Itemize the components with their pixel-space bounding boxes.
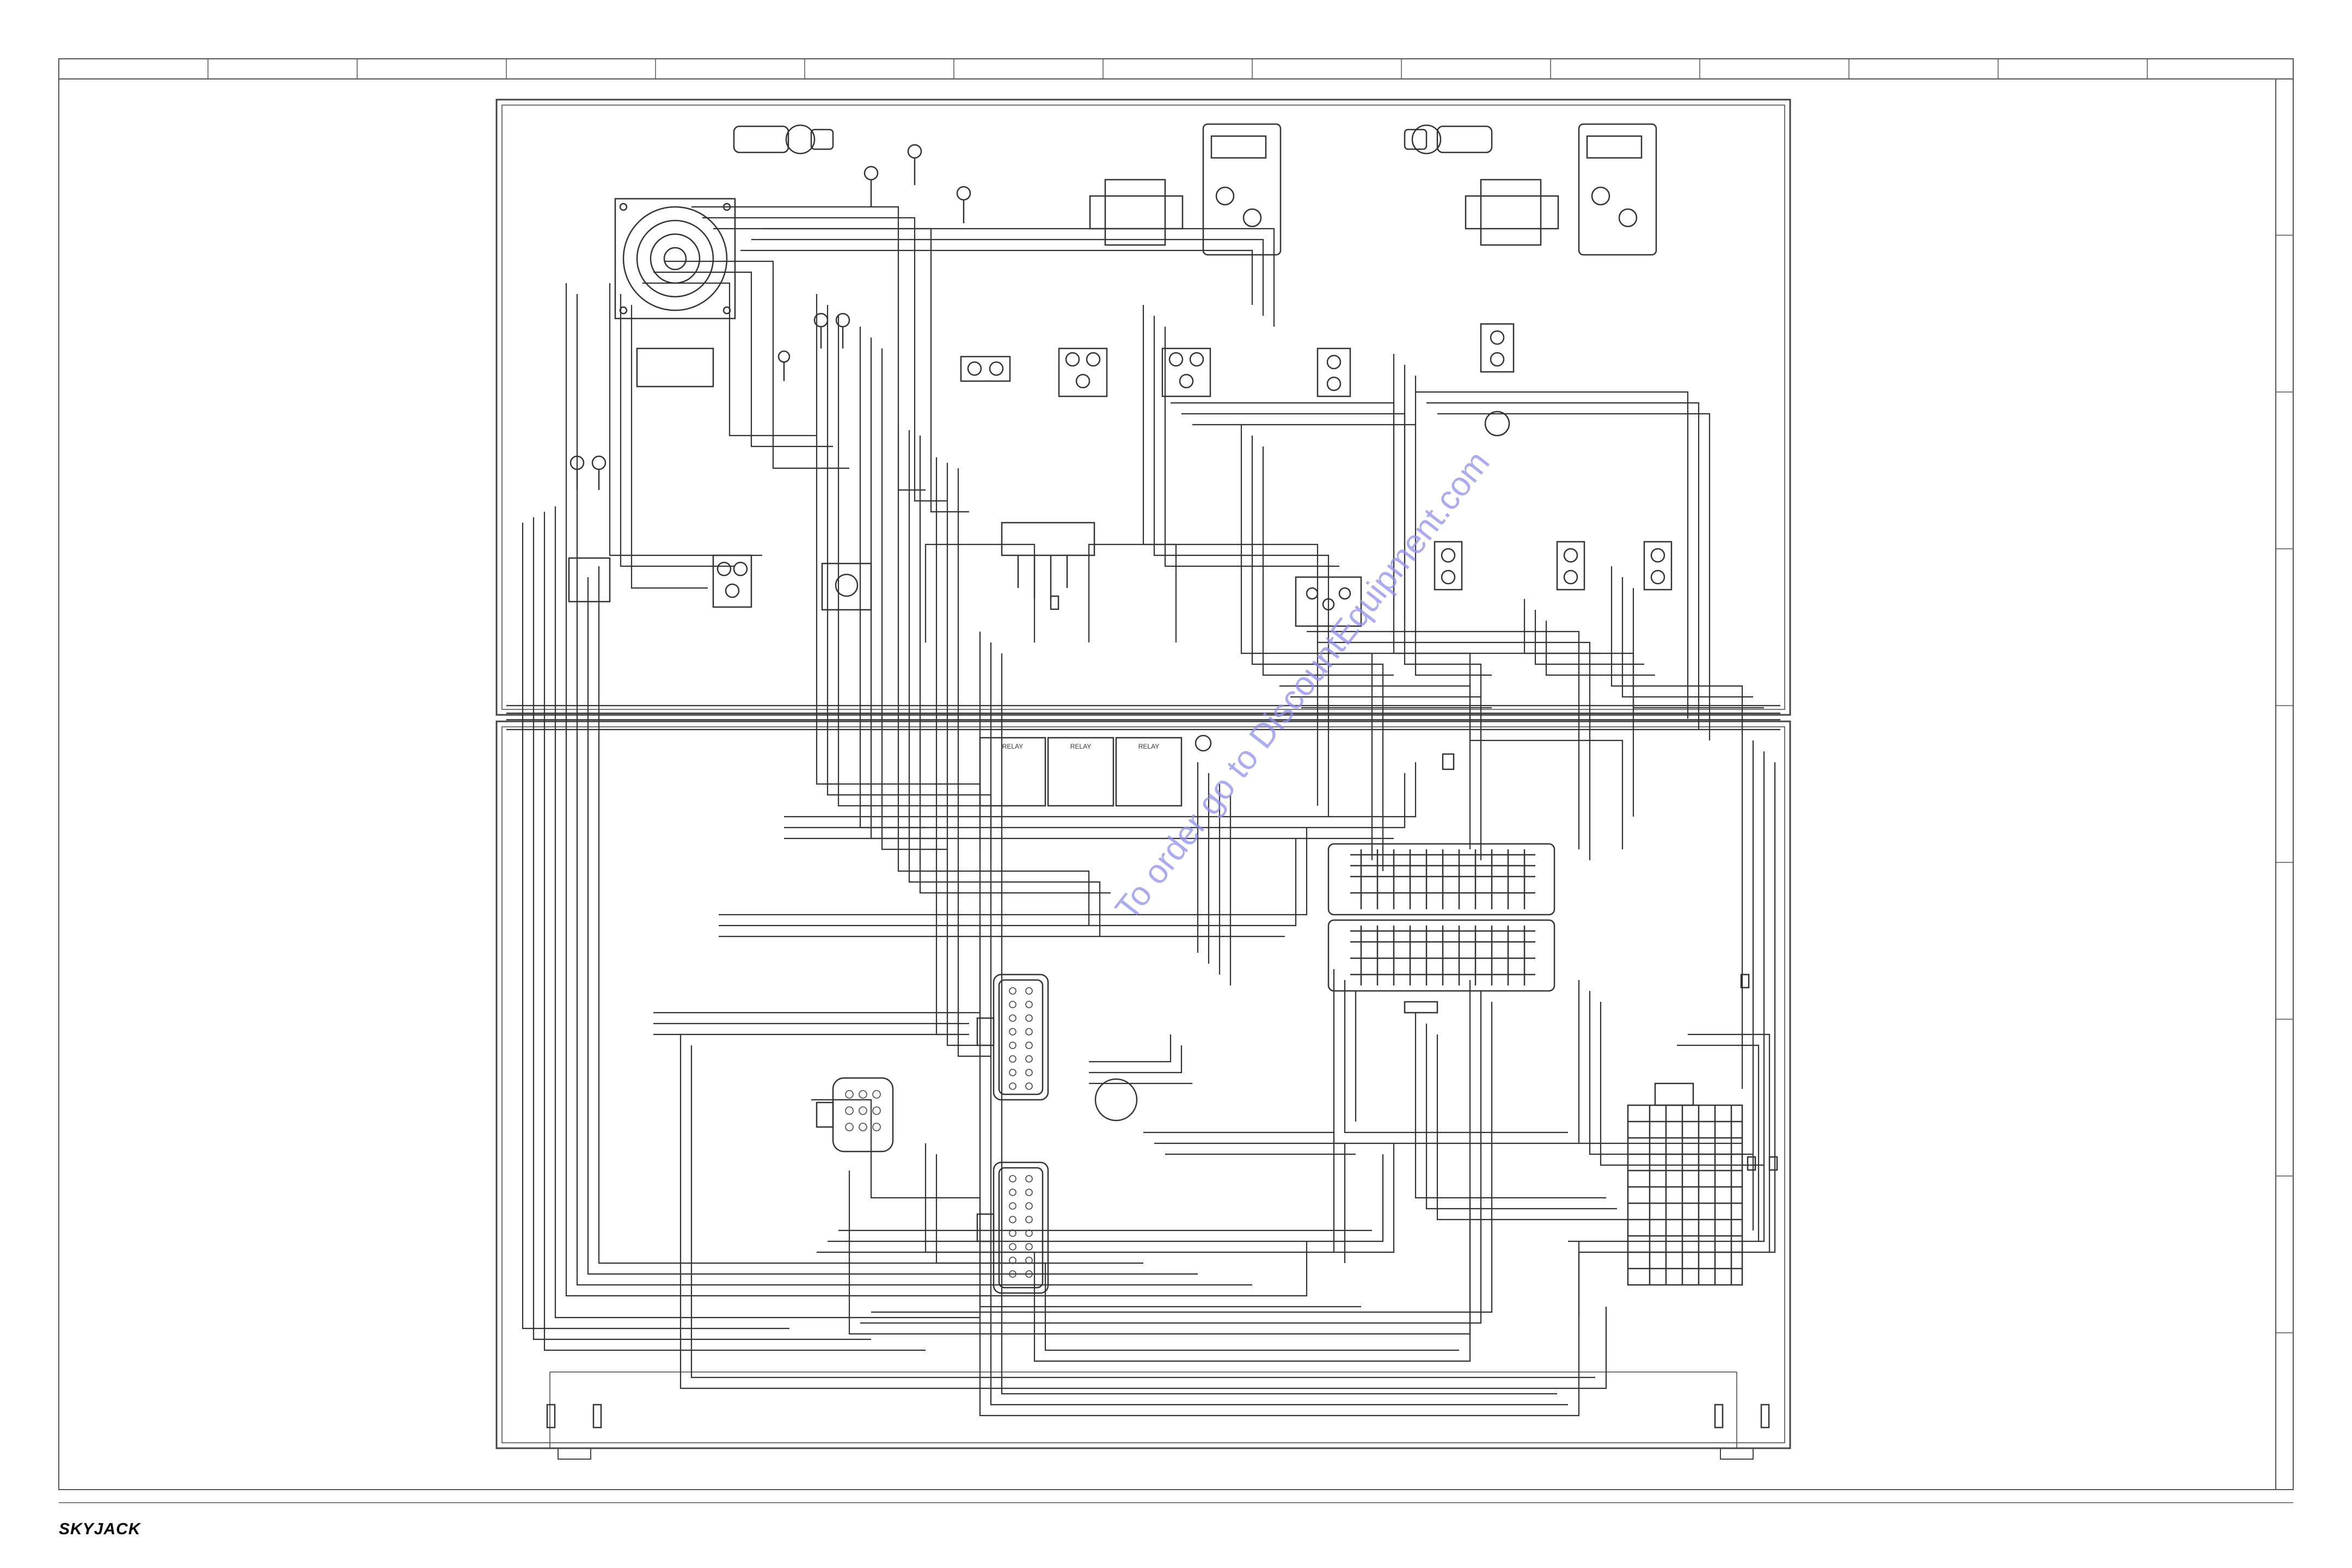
- speaker-icon: [615, 199, 735, 387]
- terminal-block-icon: [1628, 1083, 1742, 1285]
- ring-terminal-icon: [571, 145, 1509, 490]
- key-switch-icon: [734, 125, 833, 154]
- circuit-board-icon: [1466, 124, 1656, 255]
- drawing-frame: [59, 59, 2293, 1503]
- wire-harness: [506, 207, 1780, 1416]
- relay-label: RELAY: [1070, 743, 1091, 750]
- connector-icon: [817, 975, 1137, 1293]
- brand-logo: SKYJACK: [59, 1520, 140, 1539]
- terminal-block-icon: [1328, 844, 1554, 991]
- relay-label: RELAY: [1138, 743, 1159, 750]
- circuit-board-icon: [1090, 124, 1281, 255]
- relay-label: RELAY: [1002, 743, 1023, 750]
- key-switch-icon: [1405, 125, 1492, 154]
- connector-icon: [569, 324, 1671, 626]
- control-box-outline: [497, 100, 1790, 1459]
- connector-pins: [846, 988, 1032, 1277]
